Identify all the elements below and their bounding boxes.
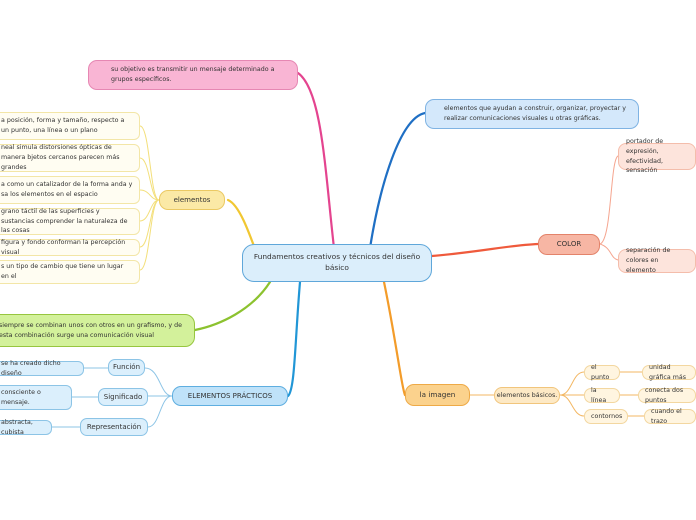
topic-imagen-label: la imagen: [419, 390, 456, 400]
imagen-item-linea-label: la línea: [591, 386, 607, 404]
practicos-funcion[interactable]: Función: [108, 359, 145, 376]
topic-elementos-comunicacion[interactable]: elementos que ayudan a construir, organi…: [425, 99, 639, 129]
topic-elementos[interactable]: elementos: [159, 190, 225, 210]
practicos-funcion-detail[interactable]: se ha creado dicho diseño: [0, 359, 84, 377]
practicos-funcion-detail-label: se ha creado dicho diseño: [1, 359, 61, 377]
color-item-expresion[interactable]: portador de expresión, efectividad, sens…: [618, 138, 696, 174]
topic-elementos-practicos-label: ELEMENTOS PRÁCTICOS: [187, 391, 273, 400]
imagen-detail-linea-label: conecta dos puntos: [645, 386, 684, 404]
topic-color[interactable]: COLOR: [538, 234, 600, 255]
topic-elementos-practicos[interactable]: ELEMENTOS PRÁCTICOS: [172, 386, 288, 406]
imagen-item-punto-label: el punto: [591, 363, 610, 381]
elementos-item-catalizador-label: a como un catalizador de la forma anda y…: [1, 181, 133, 198]
elementos-item-distorsion[interactable]: neal simula distorsiones ópticas de mane…: [0, 144, 140, 172]
elementos-item-figura-fondo[interactable]: figura y fondo conforman la percepción v…: [0, 239, 140, 256]
practicos-representacion[interactable]: Representación: [80, 418, 148, 436]
imagen-elementos-basicos-label: elementos básicos.: [496, 391, 558, 399]
topic-color-label: COLOR: [556, 240, 582, 249]
color-item-separacion[interactable]: separación de colores en elemento: [618, 247, 696, 274]
topic-objetivo-label: su objetivo es transmitir un mensaje det…: [111, 66, 275, 83]
imagen-detail-contornos[interactable]: cuando el trazo: [644, 407, 696, 425]
practicos-representacion-detail[interactable]: abstracta, cubista: [0, 418, 52, 436]
link-color: [430, 242, 540, 258]
topic-objetivo[interactable]: su objetivo es transmitir un mensaje det…: [88, 60, 298, 90]
imagen-item-contornos-label: contornos: [591, 412, 623, 420]
imagen-item-linea[interactable]: la línea: [584, 386, 620, 404]
link-practicos: [286, 280, 302, 398]
link-green: [193, 280, 272, 332]
practicos-significado-label: Significado: [103, 392, 143, 401]
elementos-item-cambio-label: s un tipo de cambio que tiene un lugar e…: [1, 263, 124, 280]
practicos-representacion-label: Representación: [86, 422, 142, 431]
imagen-item-punto[interactable]: el punto: [584, 363, 620, 381]
central-topic[interactable]: Fundamentos creativos y técnicos del dis…: [242, 244, 432, 282]
topic-combinacion[interactable]: siempre se combinan unos con otros en un…: [0, 314, 195, 347]
elementos-item-cambio[interactable]: s un tipo de cambio que tiene un lugar e…: [0, 260, 140, 284]
elementos-item-distorsion-label: neal simula distorsiones ópticas de mane…: [1, 144, 120, 171]
imagen-detail-linea[interactable]: conecta dos puntos: [638, 386, 696, 404]
imagen-detail-punto-label: unidad gráfica más: [649, 363, 687, 381]
topic-imagen[interactable]: la imagen: [405, 384, 470, 406]
elementos-item-figura-fondo-label: figura y fondo conforman la percepción v…: [1, 238, 126, 256]
imagen-elementos-basicos[interactable]: elementos básicos.: [494, 387, 560, 404]
color-item-separacion-label: separación de colores en elemento: [626, 247, 671, 274]
elementos-item-posicion[interactable]: a posición, forma y tamaño, respecto a u…: [0, 112, 140, 140]
central-topic-label: Fundamentos creativos y técnicos del dis…: [253, 252, 421, 272]
color-item-expresion-label: portador de expresión, efectividad, sens…: [626, 138, 664, 175]
link-pink: [296, 71, 336, 250]
elementos-item-posicion-label: a posición, forma y tamaño, respecto a u…: [1, 117, 125, 134]
practicos-significado-detail-label: consciente o mensaje.: [1, 388, 41, 406]
imagen-detail-contornos-label: cuando el trazo: [651, 407, 682, 425]
topic-elementos-label: elementos: [173, 195, 211, 204]
practicos-representacion-detail-label: abstracta, cubista: [1, 418, 33, 436]
elementos-item-textura-label: grano táctil de las superficies y sustan…: [1, 207, 128, 235]
topic-combinacion-label: siempre se combinan unos con otros en un…: [0, 321, 183, 339]
imagen-detail-punto[interactable]: unidad gráfica más: [642, 363, 696, 381]
practicos-significado-detail[interactable]: consciente o mensaje.: [0, 385, 72, 410]
imagen-item-contornos[interactable]: contornos: [584, 409, 628, 424]
practicos-significado[interactable]: Significado: [98, 388, 148, 406]
link-imagen: [382, 280, 407, 397]
elementos-item-catalizador[interactable]: a como un catalizador de la forma anda y…: [0, 176, 140, 204]
link-blue: [368, 111, 427, 250]
elementos-item-textura[interactable]: grano táctil de las superficies y sustan…: [0, 208, 140, 235]
practicos-funcion-label: Función: [112, 363, 141, 372]
topic-elementos-comunicacion-label: elementos que ayudan a construir, organi…: [444, 105, 626, 122]
